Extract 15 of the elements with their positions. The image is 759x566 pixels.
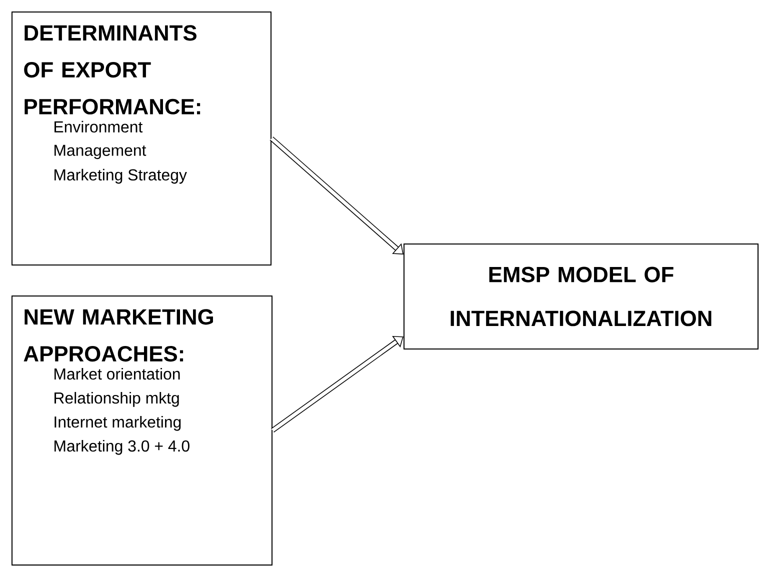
list-item: Marketing Strategy [54, 168, 187, 184]
list-item: Management [54, 144, 146, 160]
text-box [12, 12, 272, 266]
text-box [404, 243, 758, 350]
text-box [12, 295, 272, 566]
hollow-arrow [271, 336, 404, 433]
hollow-arrow [270, 136, 404, 254]
list-item: Market orientation [54, 368, 180, 380]
node-title: DETERMINANTS OF EXPORT PERFORMANCE: [24, 25, 200, 114]
list-item: Environment [54, 120, 143, 133]
list-item: Marketing 3.0 + 4.0 [54, 440, 190, 455]
node-title: NEW MARKETING APPROACHES: [24, 309, 213, 362]
list-item: Internet marketing [54, 416, 181, 431]
list-item: Relationship mktg [54, 392, 179, 407]
node-title: EMSP MODEL OF INTERNATIONALIZATION [450, 266, 712, 326]
